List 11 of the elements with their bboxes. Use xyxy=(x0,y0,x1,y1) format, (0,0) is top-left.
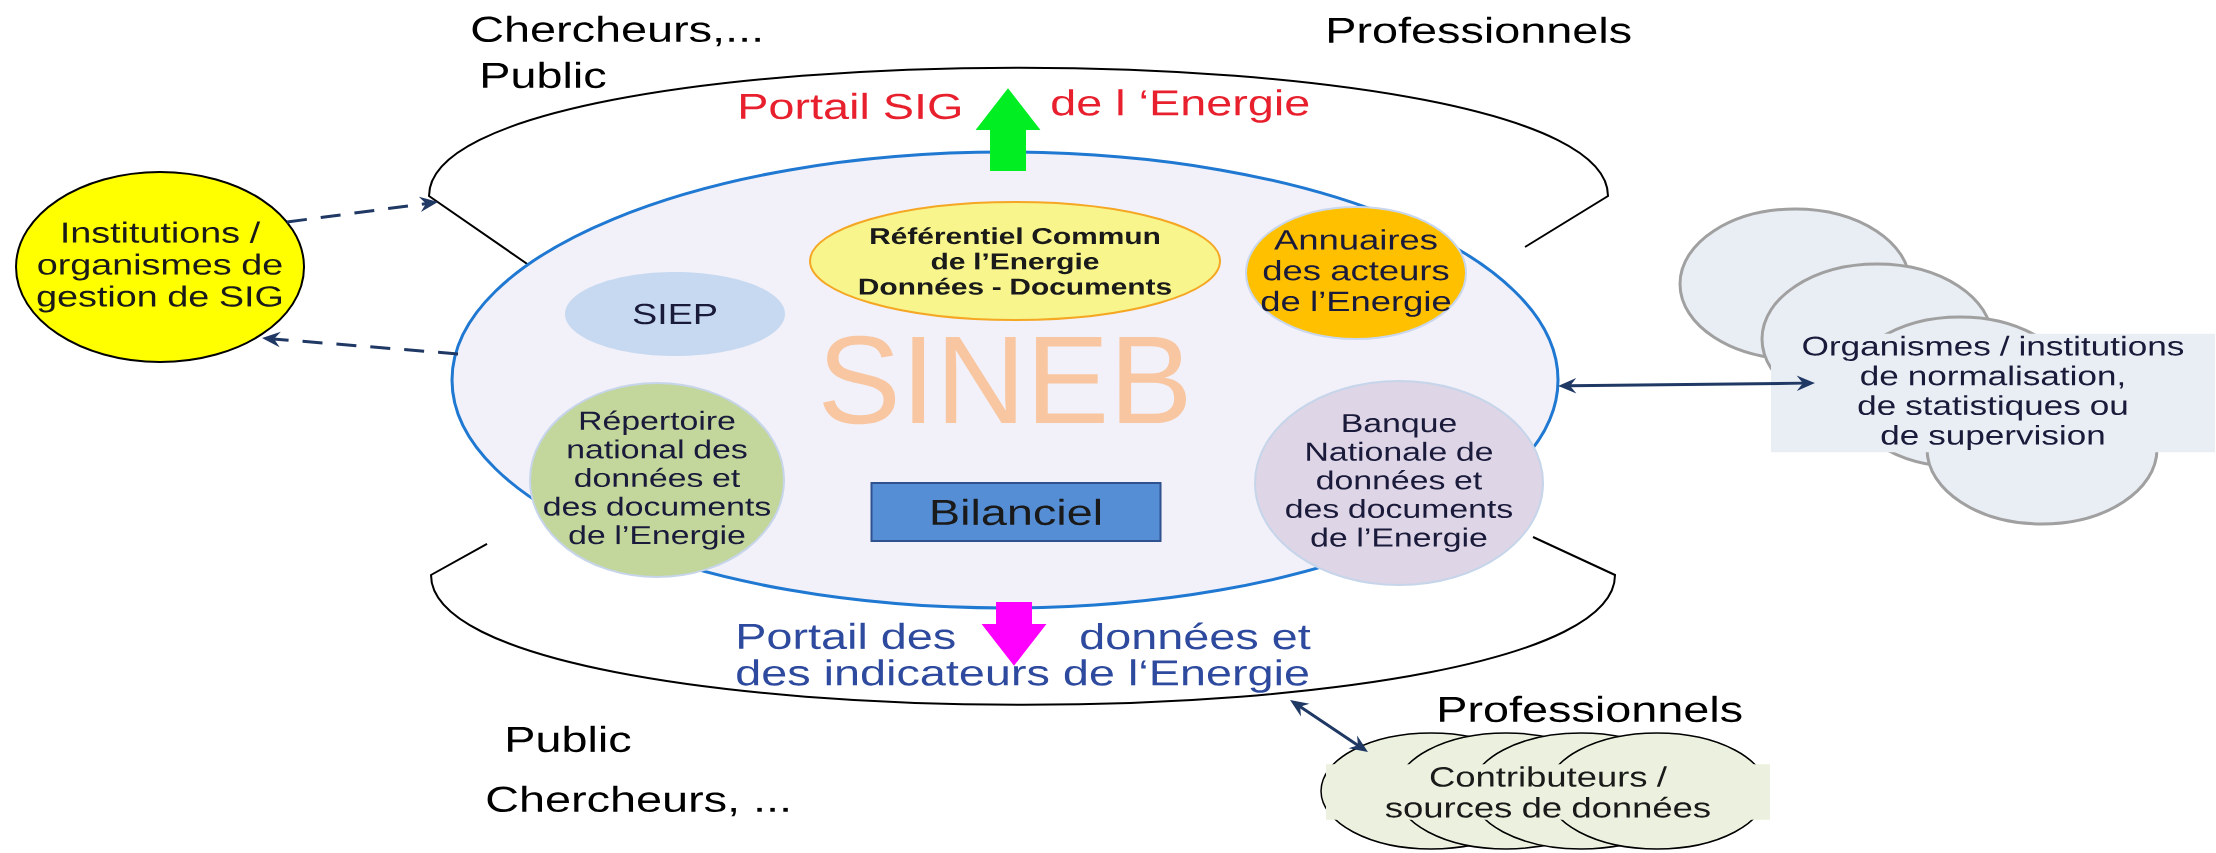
audience-label: Public xyxy=(483,61,606,89)
circle-stack: Contributeurs / sources de données xyxy=(1320,732,1770,850)
portal-label: données et xyxy=(1081,622,1311,650)
audience-label: Professionnels xyxy=(1440,695,1742,723)
tool-box: Bilanciel xyxy=(870,482,1162,542)
portal-label: Portail des xyxy=(739,622,955,650)
portal-label: Portail SIG xyxy=(741,92,960,120)
audience-label: Chercheurs, ... xyxy=(487,785,788,817)
portal-label: de l ‘Energie xyxy=(1052,89,1309,123)
circle-stack: Organismes / institutions de normalisation, de statistiques ou de supervision xyxy=(1678,207,2215,526)
portal-label: des indicateurs de l‘Energie xyxy=(737,659,1308,693)
